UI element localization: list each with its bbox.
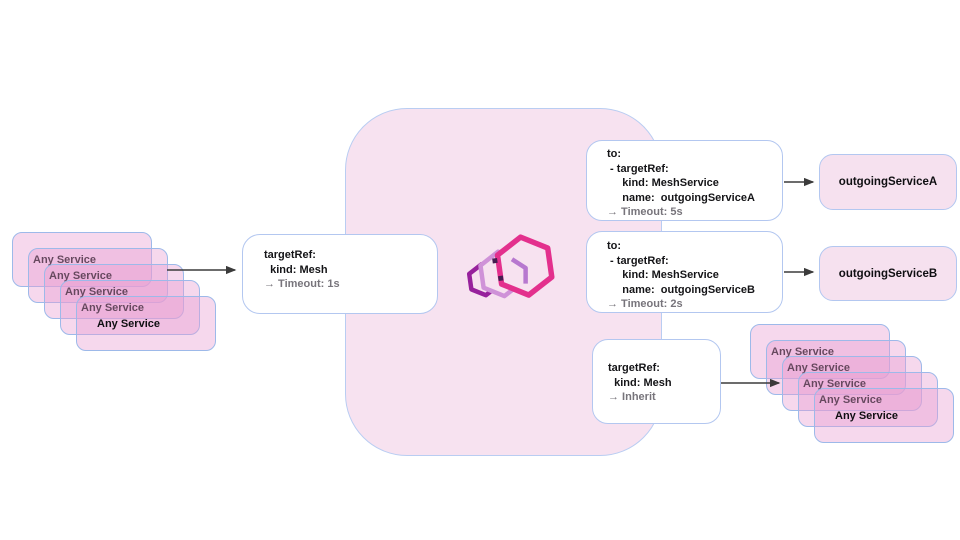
any-service-card: Any Service: [798, 372, 938, 427]
any-service-card: Any Service: [814, 388, 954, 443]
code-line: to:: [607, 148, 622, 160]
outgoing-serviceB-label: outgoingServiceB: [838, 267, 938, 280]
any-service-label: Any Service: [81, 301, 144, 314]
logo-dot-square-1: [492, 257, 498, 264]
any-service-label: Any Service: [819, 393, 882, 406]
any-service-card: Any Service: [60, 280, 200, 335]
code-line: kind: MeshService: [607, 177, 719, 190]
code-line-result: → Timeout: 1s: [264, 278, 340, 291]
code-line: - targetRef:: [607, 254, 669, 267]
code-line: targetRef:: [264, 249, 316, 261]
policy-card-mesh-inherit: targetRef: kind: Mesh → Inherit: [592, 339, 721, 424]
logo-cube-edge: [510, 257, 528, 284]
any-service-label: Any Service: [771, 345, 834, 358]
any-service-card: Any Service: [750, 324, 890, 379]
policy-card-mesh-timeout: targetRef: kind: Mesh → Timeout: 1s: [242, 234, 438, 314]
policy-card-to-serviceB: to: - targetRef: kind: MeshService name:…: [586, 231, 783, 313]
code-line: kind: Mesh: [264, 263, 328, 276]
code-line: kind: Mesh: [608, 376, 672, 389]
any-service-card: Any Service: [766, 340, 906, 395]
any-service-card: Any Service: [782, 356, 922, 411]
any-service-card: Any Service: [76, 296, 216, 351]
kuma-mesh-logo-icon: [466, 234, 555, 299]
policy-card-to-serviceA: to: - targetRef: kind: MeshService name:…: [586, 140, 783, 221]
code-line-result: → Timeout: 2s: [607, 298, 683, 311]
any-service-card: Any Service: [44, 264, 184, 319]
any-service-label: Any Service: [33, 253, 96, 266]
outgoing-serviceB-card: outgoingServiceB: [819, 246, 957, 301]
any-service-label: Any Service: [803, 377, 866, 390]
any-service-card: Any Service: [12, 232, 152, 287]
code-line: to:: [607, 240, 622, 252]
any-service-card: Any Service: [28, 248, 168, 303]
code-line: name: outgoingServiceA: [607, 191, 755, 204]
code-line: kind: MeshService: [607, 269, 719, 282]
code-line: targetRef:: [608, 362, 660, 374]
code-line: - targetRef:: [607, 162, 669, 175]
code-line-result: → Timeout: 5s: [607, 206, 683, 219]
any-service-label: Any Service: [65, 285, 128, 298]
outgoing-serviceA-card: outgoingServiceA: [819, 154, 957, 210]
any-service-label: Any Service: [835, 409, 898, 422]
any-service-label: Any Service: [97, 317, 160, 330]
logo-dot-square-2: [498, 275, 504, 282]
any-service-label: Any Service: [49, 269, 112, 282]
code-line: name: outgoingServiceB: [607, 283, 755, 296]
code-line-result: → Inherit: [608, 391, 656, 404]
any-service-label: Any Service: [787, 361, 850, 374]
outgoing-serviceA-label: outgoingServiceA: [838, 176, 938, 188]
